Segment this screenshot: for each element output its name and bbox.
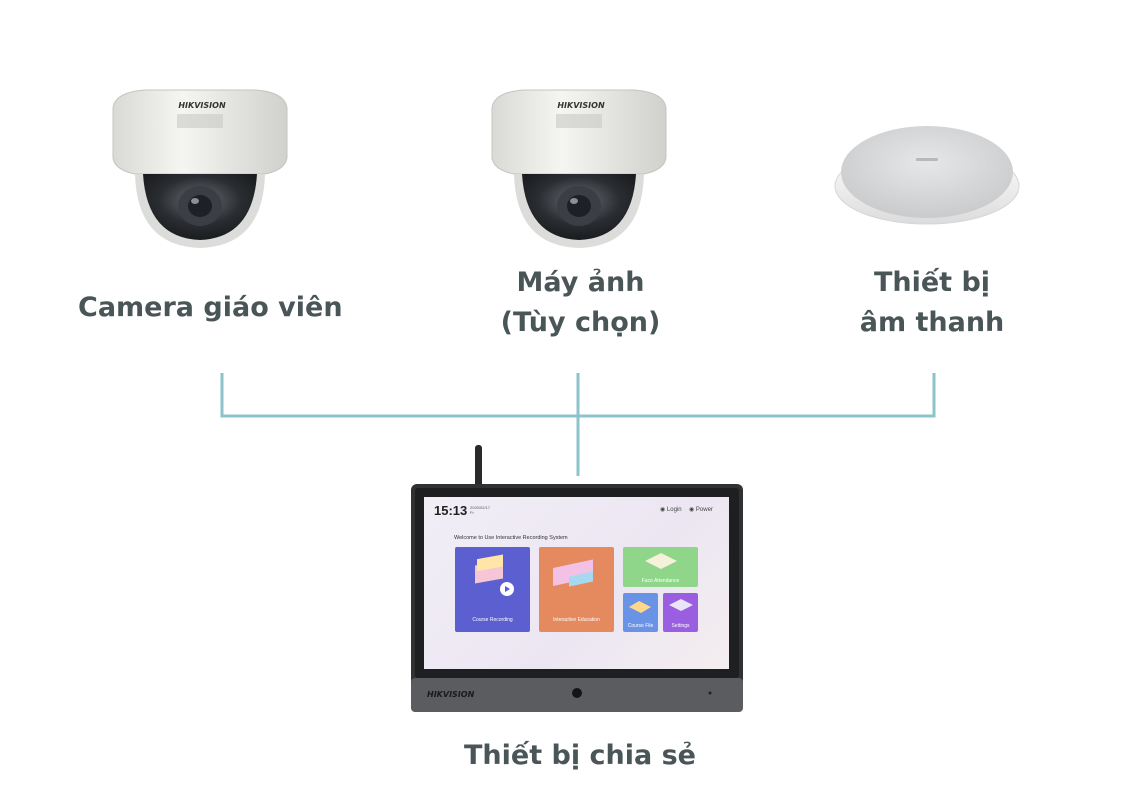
sharing-device-label: Thiết bị chia sẻ xyxy=(464,740,696,771)
student-camera-label-line1: Máy ảnh xyxy=(516,267,645,298)
tile-course-file[interactable]: Course File xyxy=(623,593,658,632)
screen-power[interactable]: ◉ Power xyxy=(689,506,713,513)
teacher-camera-icon: HIKVISION xyxy=(112,89,288,248)
monitor-logo: HIKVISION xyxy=(427,690,475,699)
tile-settings[interactable]: Settings xyxy=(663,593,698,632)
screen-date-line1: 2020/02/17 xyxy=(470,505,491,510)
screen-time: 15:13 xyxy=(434,503,468,518)
screen-date-line2: Fr xyxy=(470,510,474,515)
user-icon: ◉ xyxy=(660,507,666,513)
face-attendance-icon xyxy=(645,553,677,569)
tile-course-recording[interactable]: Course Recording xyxy=(455,547,530,632)
settings-icon xyxy=(669,599,693,611)
tile-face-attendance[interactable]: Face Attendance xyxy=(623,547,698,587)
monitor-screen: 15:13 2020/02/17 Fr ◉ Login ◉ Power Welc… xyxy=(424,497,729,669)
audio-device-icon xyxy=(834,126,1020,225)
audio-device-label-line1: Thiết bị xyxy=(873,267,991,298)
screen-login-label: Login xyxy=(666,507,682,513)
course-file-icon xyxy=(629,601,651,613)
tile-face-attendance-label: Face Attendance xyxy=(641,578,680,584)
audio-device-label-line2: âm thanh xyxy=(859,307,1005,338)
teacher-camera-logo: HIKVISION xyxy=(178,101,226,110)
tile-settings-label: Settings xyxy=(671,623,690,629)
tile-course-file-label: Course File xyxy=(627,623,654,629)
tile-interactive-education[interactable]: Interactive Education xyxy=(539,547,614,632)
course-recording-icon xyxy=(475,554,514,596)
student-camera-logo: HIKVISION xyxy=(557,101,605,110)
screen-login[interactable]: ◉ Login xyxy=(660,506,682,513)
screen-welcome: Welcome to Use Interactive Recording Sys… xyxy=(454,535,568,541)
screen-date: 2020/02/17 Fr xyxy=(470,505,490,515)
screen-power-label: Power xyxy=(695,507,713,513)
student-camera-label-line2: (Tùy chọn) xyxy=(500,307,661,338)
student-camera-icon: HIKVISION xyxy=(491,89,667,248)
audio-device-label: Thiết bị âm thanh xyxy=(832,263,1032,343)
power-icon: ◉ xyxy=(689,507,695,513)
tile-interactive-education-label: Interactive Education xyxy=(553,617,600,623)
student-camera-label: Máy ảnh (Tùy chọn) xyxy=(478,263,683,343)
interactive-education-icon xyxy=(553,559,593,587)
teacher-camera-label: Camera giáo viên xyxy=(78,292,343,323)
tile-course-recording-label: Course Recording xyxy=(472,617,513,623)
